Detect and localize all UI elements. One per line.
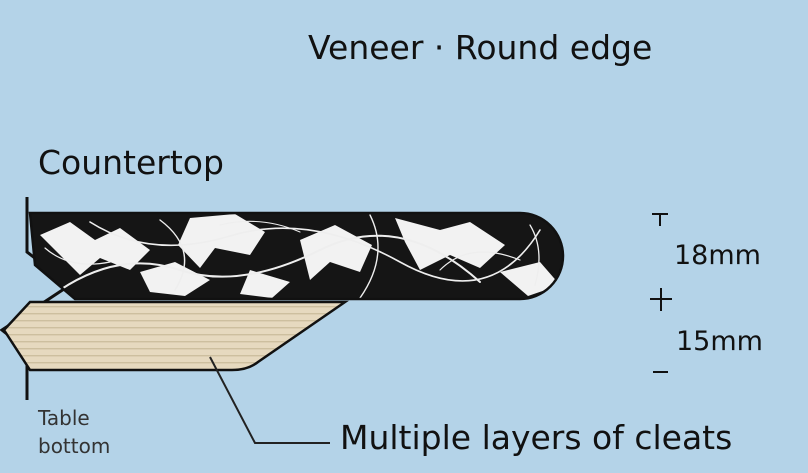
table-bottom-label: Table bottom [38, 404, 110, 460]
diagram-title: Veneer · Round edge [308, 28, 653, 67]
cleats-label: Multiple layers of cleats [340, 418, 733, 457]
cleat-thickness-label: 15mm [676, 326, 763, 357]
cleats-leader-line [209, 356, 330, 444]
table-bottom-line1: Table [38, 406, 90, 430]
cleat-layers [2, 300, 350, 372]
table-bottom-line2: bottom [38, 434, 111, 458]
top-thickness-label: 18mm [674, 240, 761, 271]
thickness-marker [650, 213, 672, 373]
countertop-label: Countertop [38, 143, 224, 182]
marble-veneer-countertop [28, 211, 565, 301]
